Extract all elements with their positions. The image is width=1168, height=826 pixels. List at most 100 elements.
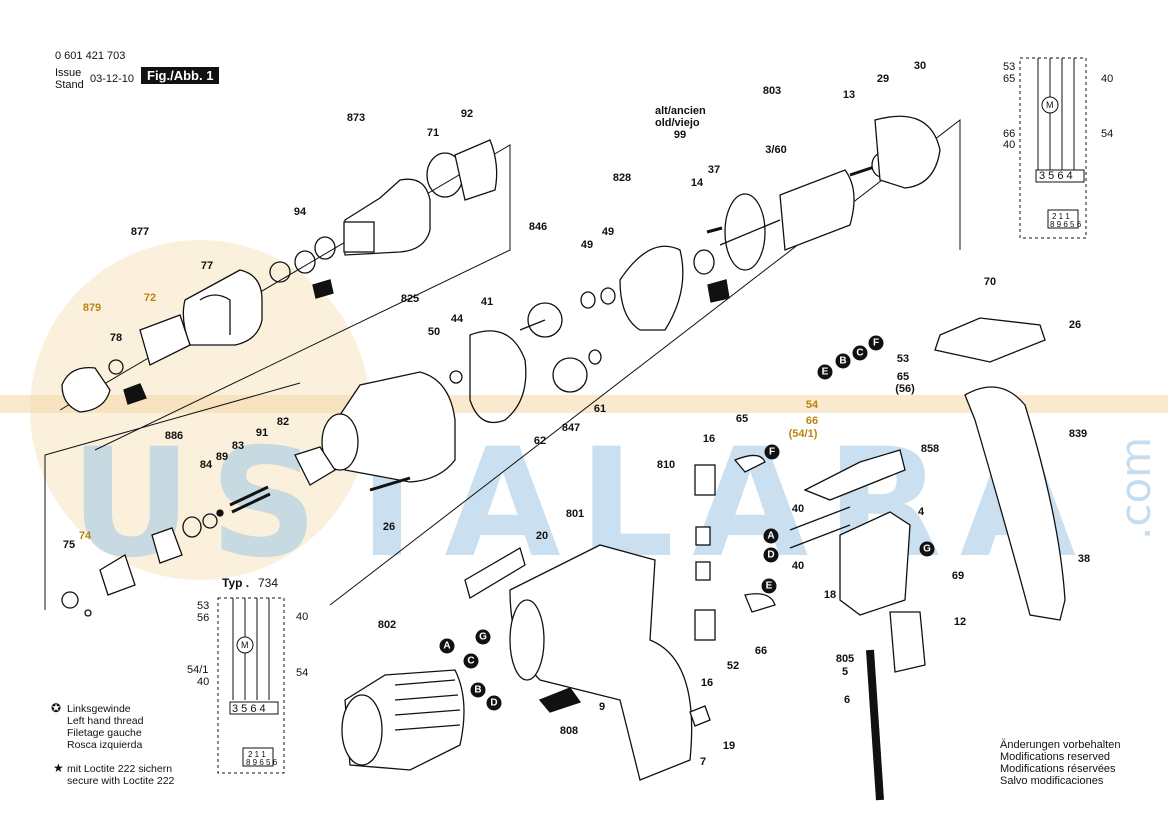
clutch-parts — [61, 446, 336, 617]
callout-846: 846 — [528, 221, 548, 233]
switch-assembly — [789, 449, 926, 801]
wire-letter-c: C — [852, 345, 868, 361]
notice-0: Änderungen vorbehalten — [1000, 739, 1121, 751]
callout-71: 71 — [426, 127, 440, 139]
callout-828: 828 — [612, 172, 632, 184]
wire-letter-g: G — [475, 629, 491, 645]
callout-44: 44 — [450, 313, 464, 325]
callout-49: 49 — [601, 226, 615, 238]
callout-805: 805 — [835, 653, 855, 665]
wire-letter-c: C — [463, 653, 479, 669]
spindle-assembly — [269, 139, 498, 299]
callout-99: 99 — [673, 129, 687, 141]
wire-letter-d: D — [486, 695, 502, 711]
schematic-bottom-motor: M — [241, 640, 249, 650]
schematic-top-switch-a: 2 1 1 — [1052, 212, 1070, 221]
schematic-bottom-left-3: 40 — [197, 676, 210, 688]
legend-loctite: ★ mit Loctite 222 sichern secure with Lo… — [53, 762, 175, 787]
legend-loctite-0: mit Loctite 222 sichern — [67, 763, 173, 775]
brush-holders — [689, 454, 776, 727]
stand-label: Stand — [55, 79, 84, 91]
callout-825: 825 — [400, 293, 420, 305]
callout-7: 7 — [699, 756, 707, 768]
callout-858: 858 — [920, 443, 940, 455]
callout-9: 9 — [598, 701, 606, 713]
schematic-top-motor: M — [1046, 100, 1054, 110]
panel-lines — [44, 118, 961, 610]
gears — [519, 245, 684, 393]
callout-877: 877 — [130, 226, 150, 238]
wire-letter-e: E — [761, 578, 777, 594]
callout-82: 82 — [276, 416, 290, 428]
callout-16: 16 — [702, 433, 716, 445]
schematic-top-left-3: 40 — [1003, 139, 1016, 151]
schematic-top-terminals: 3 5 6 4 — [1039, 170, 1073, 182]
callout-49: 49 — [580, 239, 594, 251]
callout-69: 69 — [951, 570, 965, 582]
callout-847: 847 — [561, 422, 581, 434]
schematic-bottom-right-0: 40 — [296, 611, 309, 623]
callout-4: 4 — [917, 506, 925, 518]
legend-loctite-1: secure with Loctite 222 — [67, 775, 175, 787]
schematic-type-value: 734 — [258, 576, 279, 590]
callout-3-60: 3/60 — [765, 144, 787, 156]
schematic-bottom-terminals: 3 5 6 4 — [232, 703, 266, 715]
callout-89: 89 — [215, 451, 229, 463]
callout-37: 37 — [707, 164, 721, 176]
callout-40: 40 — [791, 503, 805, 515]
schematic-type-label: Typ . — [222, 576, 250, 590]
callout-879: 879 — [82, 302, 102, 314]
callout-94: 94 — [293, 206, 307, 218]
callout-52: 52 — [726, 660, 740, 672]
callout-20: 20 — [535, 530, 549, 542]
callout-72: 72 — [143, 292, 157, 304]
callout-801: 801 — [565, 508, 585, 520]
wire-letter-b: B — [835, 353, 851, 369]
callout-53: 53 — [896, 353, 910, 365]
callout-26: 26 — [382, 521, 396, 533]
callout-75: 75 — [62, 539, 76, 551]
callout-839: 839 — [1068, 428, 1088, 440]
notice-2: Modifications réservées — [1000, 763, 1116, 775]
callout-66: 66 — [805, 415, 819, 427]
callout-30: 30 — [913, 60, 927, 72]
callout-65: 65 — [735, 413, 749, 425]
schematic-bottom-left-2: 54/1 — [187, 664, 209, 676]
callout-13: 13 — [842, 89, 856, 101]
old-new-line1: alt/ancien — [655, 105, 706, 117]
schematic-top-left-0: 53 — [1003, 61, 1016, 73]
schematic-bottom-switch-a: 2 1 1 — [248, 750, 266, 759]
callout-5: 5 — [841, 666, 849, 678]
wire-letter-a: A — [439, 638, 455, 654]
callout-38: 38 — [1077, 553, 1091, 565]
schematic-bottom-right-1: 54 — [296, 667, 309, 679]
schematic-bottom-left-1: 56 — [197, 612, 210, 624]
schematic-top-left-2: 66 — [1003, 128, 1016, 140]
wire-letter-a: A — [763, 528, 779, 544]
schematic-top-right-0: 40 — [1101, 73, 1114, 85]
callout-18: 18 — [823, 589, 837, 601]
callout-12: 12 — [953, 616, 967, 628]
wire-letter-f: F — [764, 444, 780, 460]
callout-83: 83 — [231, 440, 245, 452]
wire-letter-g: G — [919, 541, 935, 557]
figure-label: Fig./Abb. 1 — [141, 67, 220, 84]
motor-housing — [464, 544, 693, 781]
callout-16: 16 — [700, 677, 714, 689]
callout-50: 50 — [427, 326, 441, 338]
callout-66: 66 — [754, 645, 768, 657]
callout-84: 84 — [199, 459, 213, 471]
legend-lh-0: Linksgewinde — [67, 703, 131, 715]
modification-notice: Änderungen vorbehalten Modifications res… — [1000, 739, 1120, 787]
callout-62: 62 — [533, 435, 547, 447]
callout--56-: (56) — [895, 383, 915, 395]
callout-803: 803 — [762, 85, 782, 97]
wiring-schematic-top — [1019, 57, 1087, 239]
part-number: 0 601 421 703 — [55, 50, 126, 62]
callout-74: 74 — [78, 530, 92, 542]
callout-70: 70 — [983, 276, 997, 288]
field-coil — [341, 669, 465, 771]
notice-1: Modifications reserved — [1000, 751, 1111, 763]
callout-26: 26 — [1068, 319, 1082, 331]
